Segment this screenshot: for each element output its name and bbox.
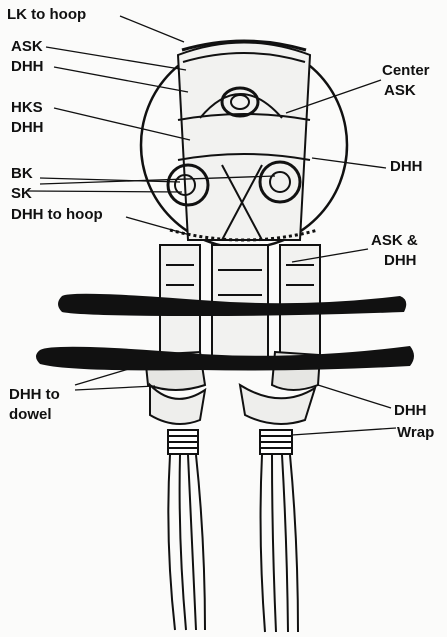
right-column [280, 245, 320, 360]
label-ask-and-dhh: DHH [384, 252, 417, 270]
label-dhh-top: DHH [11, 58, 44, 76]
label-bk: BK [11, 165, 33, 183]
hanging-body [178, 43, 310, 241]
label-dhh-to: DHH to [9, 386, 60, 404]
label-dhh-hks: DHH [11, 119, 44, 137]
bulb-right [240, 385, 315, 424]
label-center-ask: ASK [384, 82, 416, 100]
label-dhh-to-hoop: DHH to hoop [11, 206, 103, 224]
label-dhh-right: DHH [390, 158, 423, 176]
label-wrap: Wrap [397, 424, 434, 442]
label-dhh-lower: DHH [394, 402, 427, 420]
label-ask: ASK [11, 38, 43, 56]
label-ask-and: ASK & [371, 232, 418, 250]
label-lk-to-hoop: LK to hoop [7, 6, 86, 24]
label-sk: SK [11, 185, 32, 203]
label-center: Center [382, 62, 430, 80]
label-dowel: dowel [9, 406, 52, 424]
fringe-right [261, 455, 298, 632]
fringe-left [168, 455, 205, 630]
label-hks: HKS [11, 99, 43, 117]
